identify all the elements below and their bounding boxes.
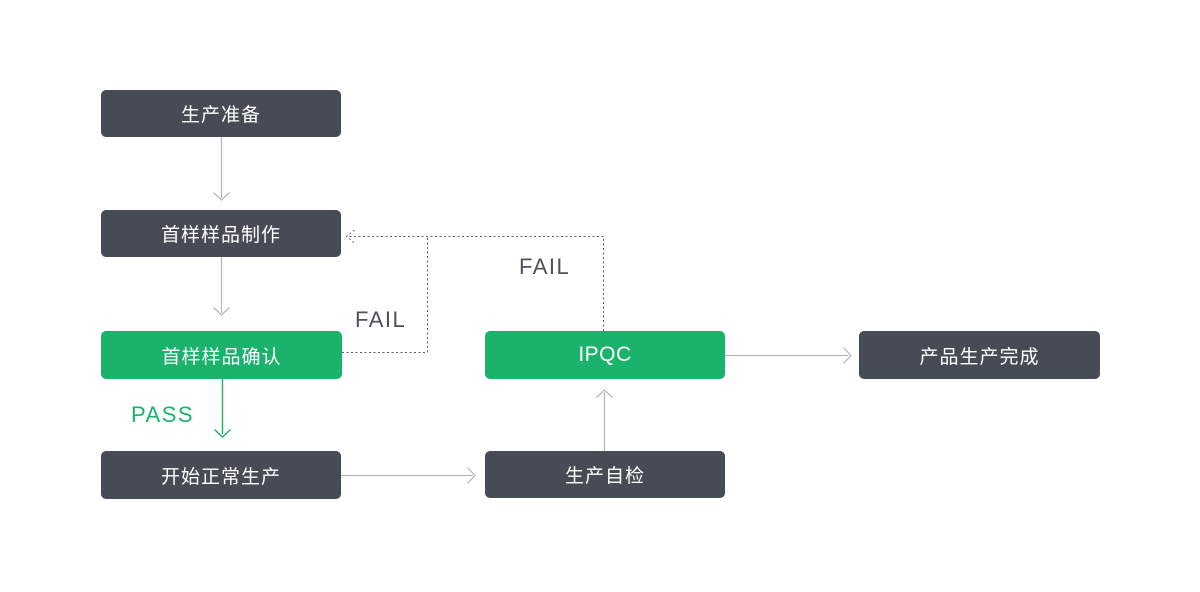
node-production-prep-label: 生产准备 [180,105,261,126]
node-ipqc-label: IPQC [578,343,632,366]
node-first-sample-making: 首样样品制作 [101,210,341,257]
edge-start-to-selfcheck [341,467,476,484]
node-first-sample-confirm: 首样样品确认 [101,331,342,379]
node-first-sample-making-label: 首样样品制作 [160,225,281,246]
edge-confirm-to-start [214,379,231,438]
pass-label: PASS [131,402,195,427]
node-production-prep: 生产准备 [101,90,341,137]
node-production-self-check: 生产自检 [485,451,725,498]
fail-label-lower: FAIL [355,307,407,332]
node-start-normal-production: 开始正常生产 [101,451,341,499]
node-product-complete-label: 产品生产完成 [919,346,1040,368]
edge-ipqc-to-complete [725,347,852,364]
node-ipqc: IPQC [485,331,725,379]
edge-making-to-confirm [213,257,230,316]
node-start-normal-production-label: 开始正常生产 [160,466,281,488]
fail-label-upper: FAIL [519,254,571,279]
node-first-sample-confirm-label: 首样样品确认 [161,346,282,368]
edge-ipqc-fail-loop [345,229,604,331]
node-product-complete: 产品生产完成 [859,331,1100,379]
edge-prep-to-making [213,137,230,201]
edge-selfcheck-to-ipqc [596,389,613,451]
node-production-self-check-label: 生产自检 [564,466,645,487]
edge-confirm-fail-loop [342,236,428,353]
